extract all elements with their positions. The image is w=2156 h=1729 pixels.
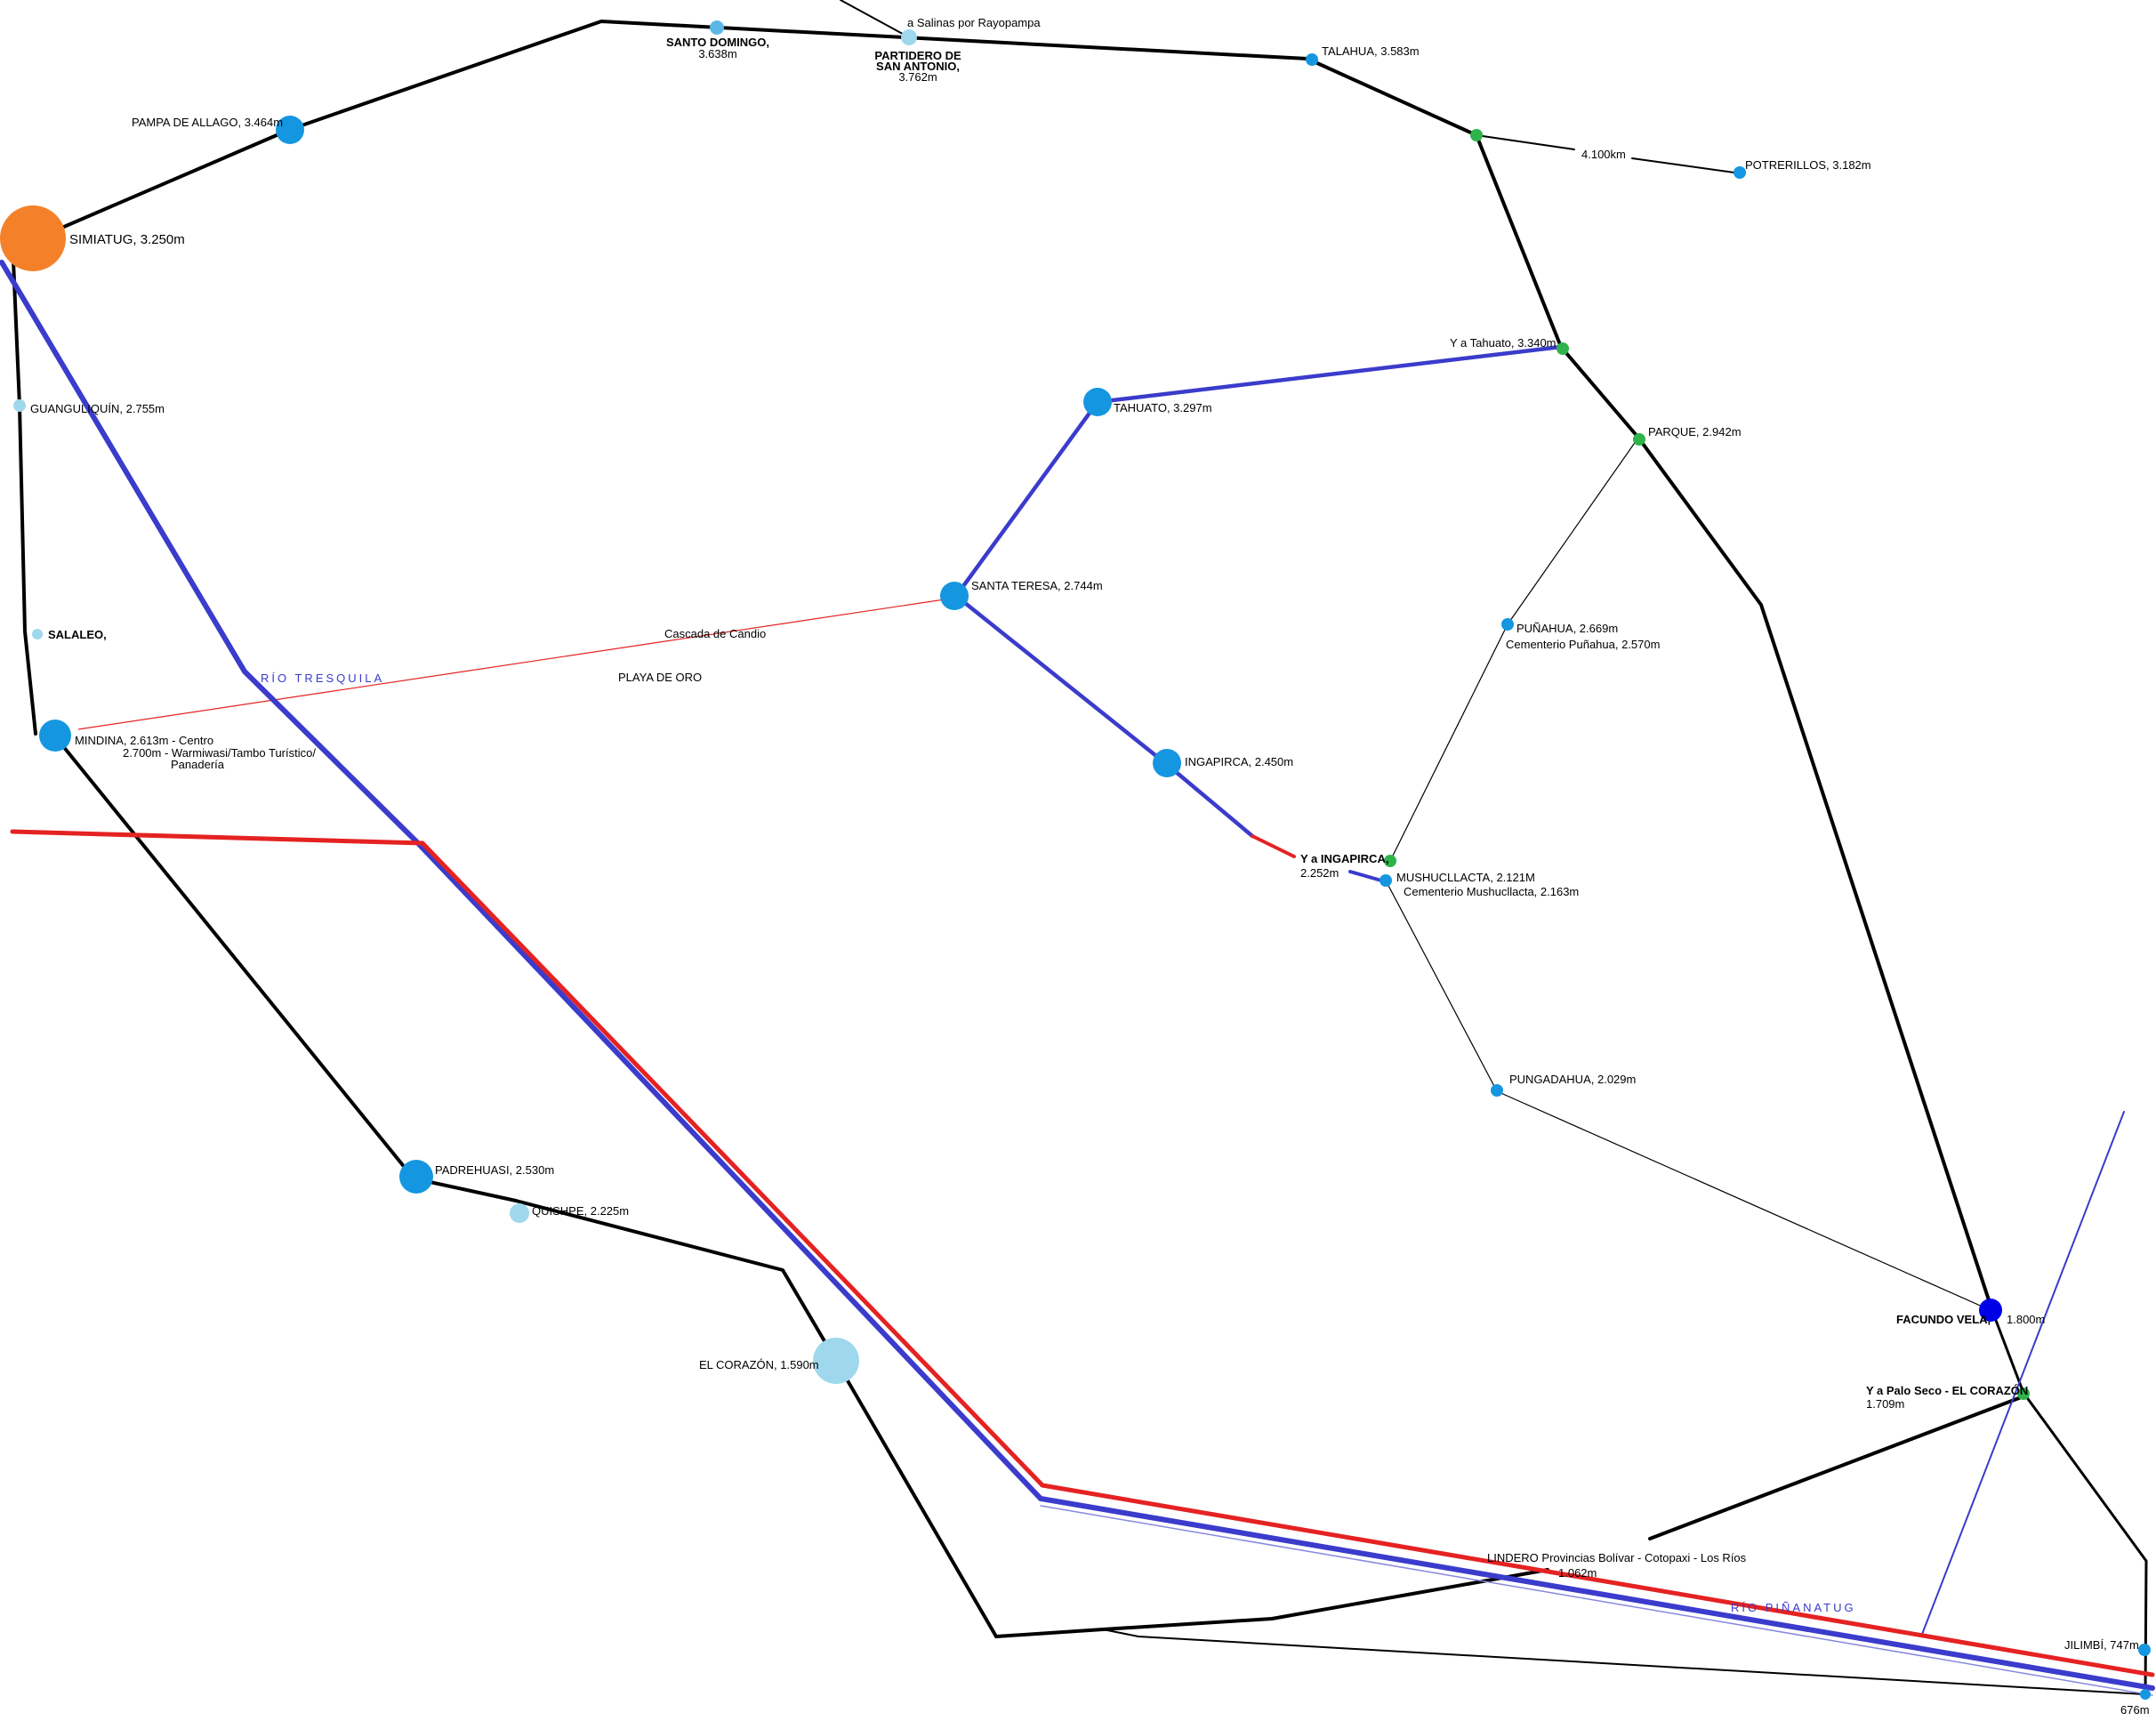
label-jilimbi: JILIMBÍ, 747m [2064,1638,2139,1652]
label-guanguliquin: GUANGULIQUÍN, 2.755m [30,402,165,415]
label-playa: PLAYA DE ORO [618,671,702,684]
marker-potrerillos[interactable] [1734,166,1746,179]
label-potrerillos: POTRERILLOS, 3.182m [1745,158,1871,172]
marker-partidero[interactable] [901,29,917,45]
marker-end[interactable] [2140,1689,2151,1700]
rivers [0,260,2155,1696]
marker-y-a-tahuato[interactable] [1557,342,1569,355]
label-distance: 4.100km [1581,148,1626,161]
label-padrehuasi: PADREHUASI, 2.530m [435,1163,554,1177]
boundary [10,829,2155,1677]
marker-facundo-vela[interactable] [1979,1299,2002,1322]
label-facundo-vela-elev: 1.800m [2007,1313,2045,1326]
marker-quishpe[interactable] [510,1203,529,1223]
label-facundo-vela: FACUNDO VELA, [1896,1313,1991,1326]
label-palo-seco-elev: 1.709m [1866,1397,1904,1411]
path-mushucllacta-facundo-vela [1385,880,1993,1312]
river-facundo-vela [1920,1111,2125,1637]
label-pampa-de-allago: PAMPA DE ALLAGO, 3.464m [132,116,283,129]
road-talahua-facundo-vela [1306,57,1994,1313]
road-palo-seco [1648,1395,2025,1540]
label-1062: 1.062m [1558,1566,1597,1580]
label-simiatug: SIMIATUG, 3.250m [69,232,185,247]
label-mindina-tambo: 2.700m - Warmiwasi/Tambo Turístico/ [123,746,316,760]
boundary-ingapirca [1251,834,1296,858]
label-salinas: a Salinas por Rayopampa [907,16,1041,29]
roads [11,0,2148,1696]
label-676: 676m [2120,1703,2150,1717]
label-partidero: PARTIDERO DE [874,49,961,62]
label-salaleo: SALALEO, [48,628,107,641]
label-cementerio-punahua: Cementerio Puñahua, 2.570m [1506,638,1660,651]
road-simiatug-talahua [31,20,1309,242]
marker-guanguliquin[interactable] [13,399,26,412]
label-quishpe: QUISHPE, 2.225m [532,1204,629,1218]
road-to-potrerillos [1476,134,1575,150]
marker-parque[interactable] [1633,433,1645,446]
label-lindero: LINDERO Provincias Bolívar - Cotopaxi - … [1487,1551,1747,1564]
river-tresquila-shadow [1040,1505,2153,1696]
marker-punahua[interactable] [1501,618,1514,631]
road-to-potrerillos-2 [1631,157,1742,174]
label-cementerio-mushucllacta: Cementerio Mushucllacta, 2.163m [1404,885,1579,898]
river-tresquila [0,260,2155,1691]
trail-mindina-santa-teresa [77,597,957,730]
road-facundo-vela-jilimbi [1991,1309,2148,1696]
label-punahua: PUÑAHUA, 2.669m [1516,622,1618,635]
marker-talahua[interactable] [1306,53,1318,66]
label-mindina-panaderia: Panadería [171,758,225,771]
marker-simiatug[interactable] [0,205,66,271]
label-partidero-elev: 3.762m [898,70,937,84]
label-parque: PARQUE, 2.942m [1648,425,1742,438]
label-rio-pinanatug: RÍO PIÑANATUG [1731,1601,1856,1614]
label-tahuato: TAHUATO, 3.297m [1114,401,1212,414]
label-santa-teresa: SANTA TERESA, 2.744m [971,579,1103,592]
label-rio-tresquila: RÍO TRESQUILA [261,671,384,685]
marker-pungadahua[interactable] [1491,1084,1503,1097]
marker-tahuato[interactable] [1083,388,1112,416]
label-mushucllacta: MUSHUCLLACTA, 2.121M [1396,871,1535,884]
label-talahua: TALAHUA, 3.583m [1322,44,1420,58]
marker-mushucllacta[interactable] [1380,874,1392,887]
marker-junction-potrerillos[interactable] [1470,129,1483,141]
label-cascada: Cascada de Candio [664,627,766,640]
marker-padrehuasi[interactable] [399,1160,433,1194]
label-y-a-ingapirca: Y a INGAPIRCA, [1300,852,1388,865]
label-palo-seco: Y a Palo Seco - EL CORAZÓN [1866,1384,2028,1397]
marker-salaleo[interactable] [32,629,43,639]
road-simiatug-mindina [11,238,37,736]
marker-santa-teresa[interactable] [940,582,969,610]
marker-y-a-ingapirca[interactable] [1384,855,1396,867]
marker-santo-domingo[interactable] [710,20,724,35]
label-ingapirca: INGAPIRCA, 2.450m [1185,755,1293,768]
label-san-antonio: SAN ANTONIO, [876,60,960,73]
marker-palo-seco[interactable] [2017,1387,2030,1400]
marker-mindina[interactable] [39,720,71,752]
road-el-corazon-lower [994,1568,1549,1638]
marker-ingapirca[interactable] [1153,749,1181,777]
label-pungadahua: PUNGADAHUA, 2.029m [1509,1073,1636,1086]
label-santo-domingo: SANTO DOMINGO, [666,36,769,49]
road-lower-to-jilimbi [1102,1628,2146,1695]
marker-jilimbi[interactable] [2138,1644,2151,1656]
label-el-corazon: EL CORAZÓN, 1.590m [699,1358,819,1371]
place-labels: SIMIATUG, 3.250m PAMPA DE ALLAGO, 3.464m… [30,16,2150,1717]
label-y-a-ingapirca-elev: 2.252m [1300,866,1339,880]
label-y-a-tahuato: Y a Tahuato, 3.340m [1450,336,1557,350]
label-santo-domingo-elev: 3.638m [698,47,736,60]
marker-pampa-de-allago[interactable] [276,116,304,144]
marker-el-corazon[interactable] [813,1338,859,1384]
road-mindina-el-corazon [53,735,998,1638]
boundary-line [10,829,2155,1677]
label-mindina: MINDINA, 2.613m - Centro [75,734,213,747]
place-markers [0,20,2151,1700]
road-to-salinas [840,0,910,38]
